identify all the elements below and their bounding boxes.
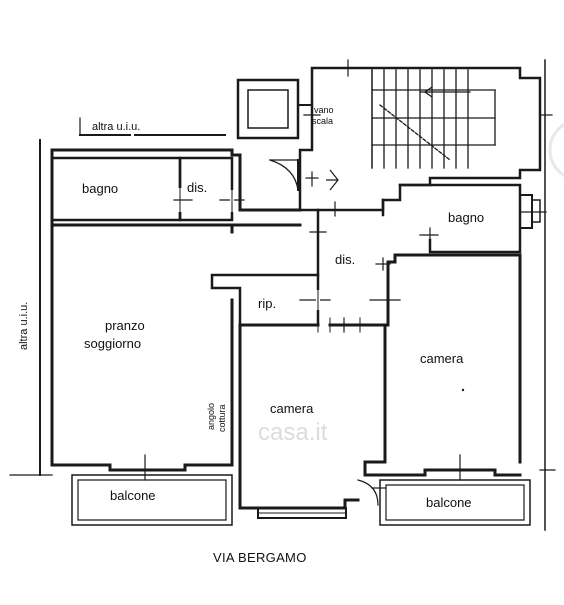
label-cottura: cottura (217, 404, 227, 432)
label-vano: vano (314, 105, 334, 115)
dot-mark (461, 388, 465, 392)
room-bagno-right (398, 183, 522, 254)
label-dis-left: dis. (187, 180, 207, 195)
label-altra-uiu-top: altra u.i.u. (92, 121, 140, 133)
walls (9, 59, 556, 531)
watermark: casa.it (258, 419, 328, 446)
balcony-right (379, 479, 531, 526)
stair-treads (371, 69, 496, 169)
label-angolo: angolo (206, 403, 216, 430)
label-bagno-left: bagno (82, 181, 118, 196)
stair-arrow (424, 86, 433, 98)
label-bagno-right: bagno (448, 210, 484, 225)
elevator-inner (247, 89, 289, 129)
entrance-door-arc (269, 159, 299, 191)
label-pranzo: pranzo (105, 318, 145, 333)
label-camera-center: camera (270, 401, 314, 416)
elevator-box (236, 78, 300, 140)
label-scala: scala (312, 116, 333, 126)
label-rip: rip. (258, 296, 276, 311)
label-balcone-left: balcone (110, 488, 156, 503)
label-dis-center: dis. (335, 252, 355, 267)
label-balcone-right: balcone (426, 495, 472, 510)
wall-ticks-top (303, 59, 553, 217)
balcony-door-arc (357, 479, 379, 506)
label-soggiorno: soggiorno (84, 336, 141, 351)
balcony-left (71, 474, 233, 526)
label-camera-right: camera (420, 351, 464, 366)
label-street: VIA BERGAMO (213, 550, 307, 565)
label-altra-uiu-left: altra u.i.u. (18, 302, 30, 350)
